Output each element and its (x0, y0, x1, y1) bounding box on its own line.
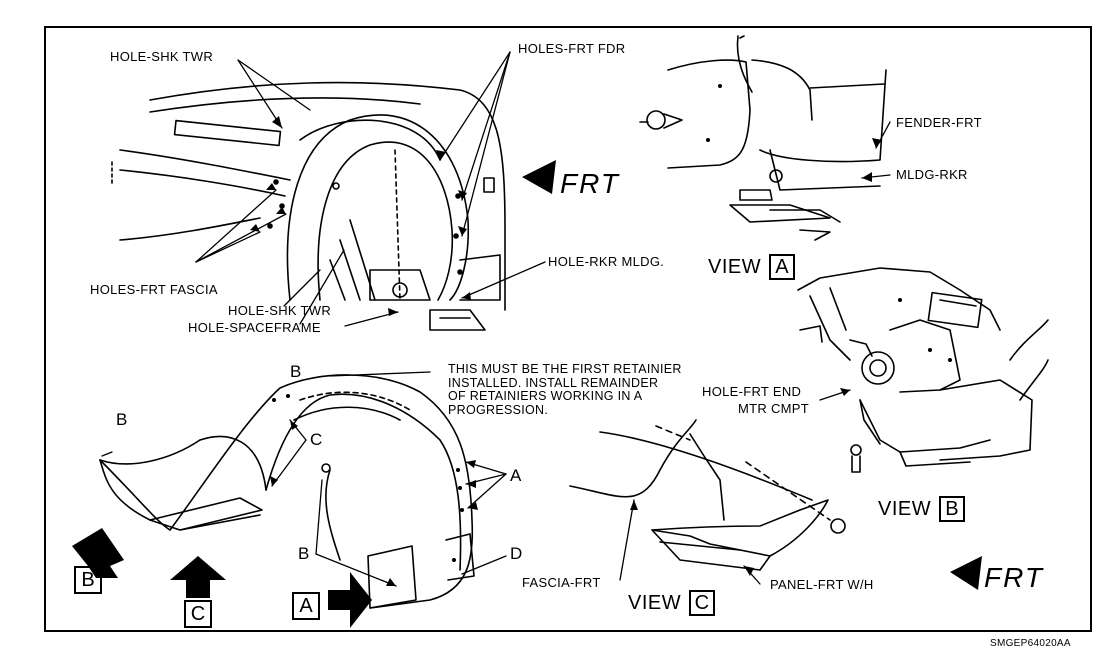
instruction-note-line-2: INSTALLED. INSTALL REMAINDER (448, 375, 659, 390)
boxed-letter-c: C (184, 600, 212, 628)
callout-hole-frt-end-line-2: MTR CMPT (738, 401, 809, 416)
instruction-note: THIS MUST BE THE FIRST RETAINIER INSTALL… (448, 362, 682, 417)
arrow-c (170, 556, 226, 598)
callout-panel-frt-wh: PANEL-FRT W/H (770, 577, 874, 592)
upper-leader-lines (195, 51, 546, 327)
callout-hole-shk-twr-bottom: HOLE-SHK TWR (228, 303, 332, 318)
upper-wheelhouse-drawing (111, 81, 506, 331)
view-b-caption: VIEW B (878, 496, 966, 522)
arrow-a (328, 572, 372, 628)
liner-drawing (99, 374, 475, 609)
callout-fender-frt: FENDER-FRT (896, 115, 982, 130)
frt-label-lower: FRT (984, 562, 1044, 593)
callout-fascia-frt: FASCIA-FRT (522, 575, 601, 590)
instruction-note-line-1: THIS MUST BE THE FIRST RETAINIER (448, 362, 682, 376)
callout-holes-frt-fascia: HOLES-FRT FASCIA (90, 282, 218, 297)
view-a-leaders (861, 121, 891, 179)
arrow-b (72, 528, 124, 578)
callout-hole-rkr-mldg: HOLE-RKR MLDG. (548, 254, 665, 269)
view-c-word: VIEW (628, 591, 682, 614)
callout-mldg-rkr: MLDG-RKR (896, 167, 968, 182)
callout-hole-frt-end-line-1: HOLE-FRT END (702, 384, 802, 399)
instruction-note-line-4: PROGRESSION. (448, 402, 549, 417)
view-a-word: VIEW (708, 255, 762, 278)
view-c-caption: VIEW C (628, 590, 716, 616)
view-b-letter-box: B (939, 496, 966, 522)
view-c-letter-box: C (689, 590, 716, 616)
frt-arrow-upper (522, 160, 556, 194)
callout-hole-shk-twr-top: HOLE-SHK TWR (110, 49, 214, 64)
boxed-letter-b: B (74, 566, 102, 594)
ref-letter-b-top: B (290, 362, 302, 381)
callout-holes-frt-fdr: HOLES-FRT FDR (518, 41, 626, 56)
diagram-frame (44, 26, 1092, 632)
ref-letter-c-mid: C (310, 430, 323, 449)
callout-hole-spaceframe: HOLE-SPACEFRAME (188, 320, 321, 335)
view-a-letter-box: A (769, 254, 796, 280)
boxed-letter-a: A (292, 592, 320, 620)
upper-arrowheads (250, 116, 471, 316)
ref-letter-b-lower: B (298, 544, 310, 563)
view-c-leaders (619, 499, 761, 585)
drawing-code: SMGEP64020AA (990, 638, 1071, 649)
view-a-caption: VIEW A (708, 254, 796, 280)
view-c-drawing (569, 419, 846, 571)
view-a-drawing (639, 35, 887, 241)
liner-leaders (101, 371, 507, 587)
frt-arrow-lower (950, 556, 982, 590)
ref-letter-d-right: D (510, 544, 523, 563)
frt-label-upper: FRT (560, 168, 620, 199)
instruction-note-line-3: OF RETAINIERS WORKING IN A (448, 389, 643, 403)
view-b-drawing (797, 267, 1049, 473)
ref-letter-b-left: B (116, 410, 128, 429)
ref-letter-a-right: A (510, 466, 522, 485)
view-b-word: VIEW (878, 497, 932, 520)
